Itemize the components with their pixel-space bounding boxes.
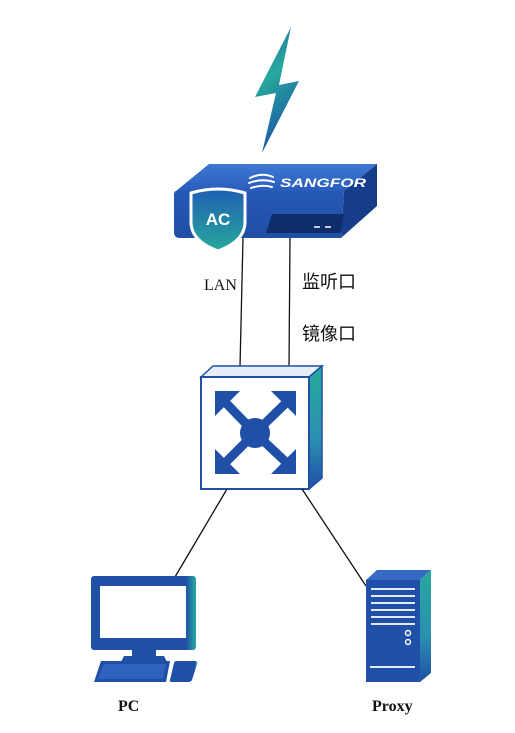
switch-side-face <box>308 364 323 491</box>
link-switch-proxy <box>301 488 367 587</box>
device-top-face <box>176 164 377 191</box>
link-label-mirror: 镜像口 <box>302 324 356 344</box>
mouse <box>169 661 198 682</box>
ac-device-icon: SANGFOR AC <box>174 164 377 253</box>
monitor-neck <box>132 650 156 656</box>
link-monitor <box>288 237 291 368</box>
link-label-lan: LAN <box>204 277 237 294</box>
arrow-head <box>215 449 240 474</box>
server-icon <box>366 570 431 682</box>
node-label-pc: PC <box>118 698 139 715</box>
server-front-face <box>366 580 420 682</box>
keyboard-keys <box>98 664 166 679</box>
pc-icon <box>91 576 198 682</box>
server-top-face <box>366 570 431 580</box>
node-label-proxy: Proxy <box>372 698 413 715</box>
monitor-screen <box>100 586 186 638</box>
sangfor-logo: SANGFOR <box>248 173 366 190</box>
arrow-head <box>215 391 240 416</box>
brand-text: SANGFOR <box>280 176 366 190</box>
arrow-head <box>271 449 296 474</box>
link-switch-pc <box>174 488 228 578</box>
monitor-base <box>121 656 167 662</box>
switch-hub <box>240 418 270 448</box>
link-lan <box>239 237 244 368</box>
server-led <box>404 629 412 637</box>
device-side-face <box>341 164 377 238</box>
device-port-slot <box>266 214 344 233</box>
switch-icon <box>199 364 325 491</box>
link-label-monitor: 监听口 <box>302 272 356 292</box>
arrow-head <box>271 391 296 416</box>
shield-icon <box>189 187 247 253</box>
badge-text: AC <box>206 210 231 229</box>
sangfor-swirl-icon <box>248 173 275 189</box>
switch-top-face <box>199 365 325 378</box>
switch-arrows-icon <box>215 391 296 474</box>
ac-shield-badge: AC <box>189 187 247 253</box>
lightning-icon <box>255 27 299 153</box>
server-led <box>404 638 412 646</box>
server-side-face <box>420 570 431 682</box>
